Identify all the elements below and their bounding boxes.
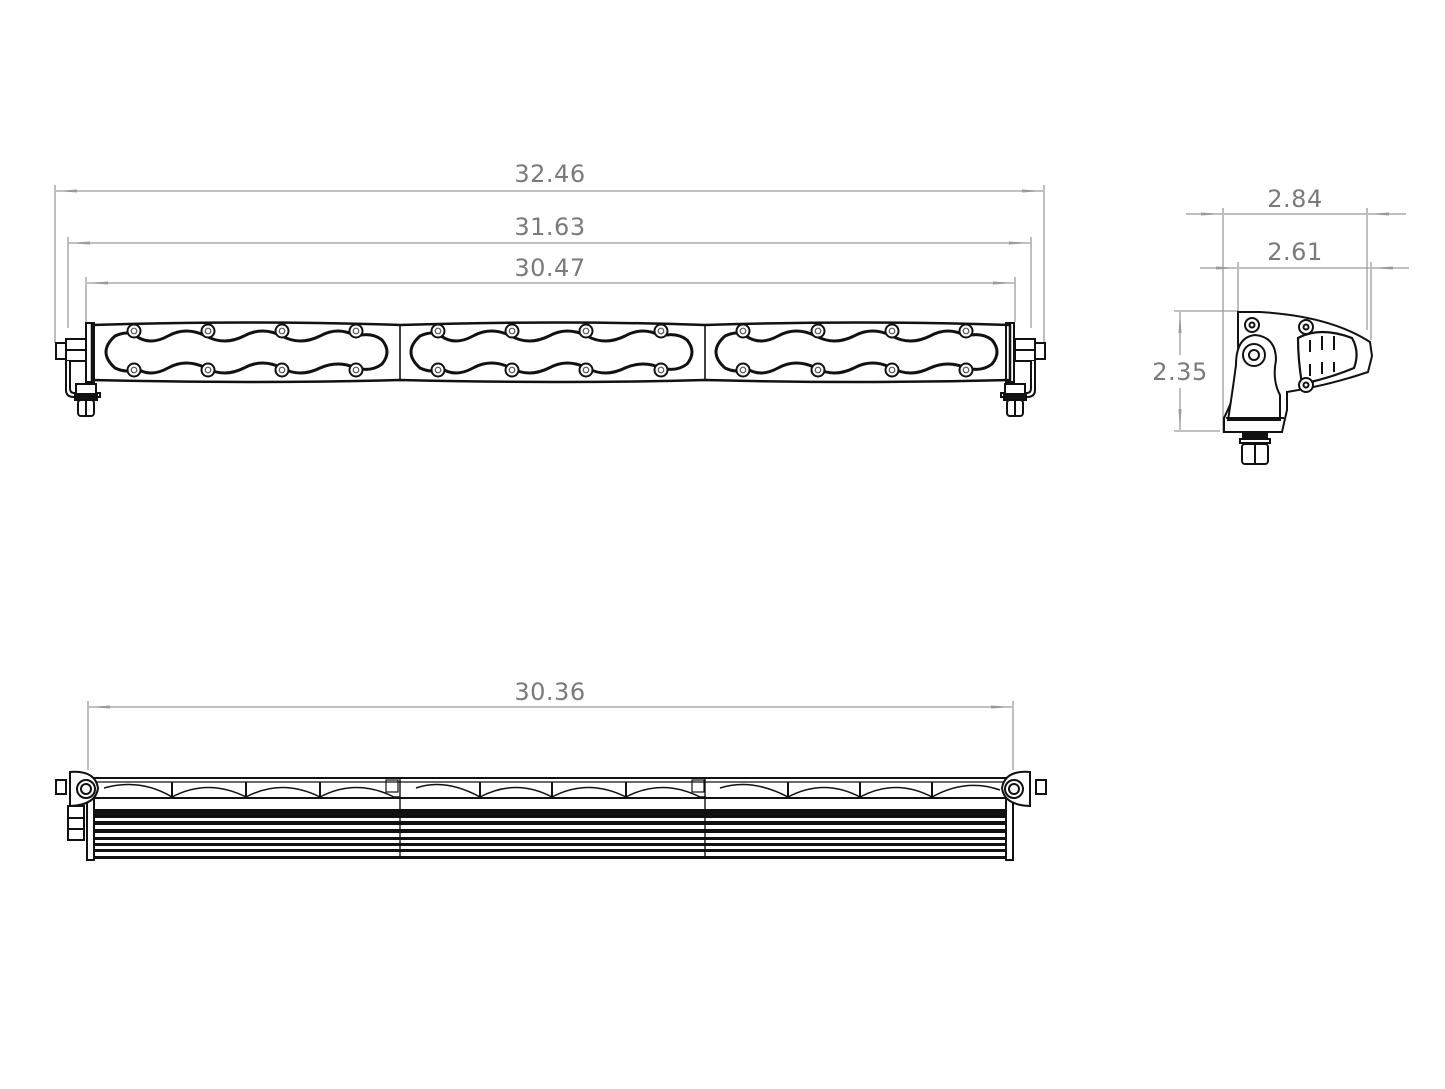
front-dimension-lines [54,185,1045,343]
side-profile [1223,311,1374,465]
lens-outlines [104,329,999,375]
top-dimension-lines [87,701,1014,770]
dimension-label-mount-span: 30.36 [514,678,586,706]
dimension-label-housing-depth: 2.61 [1267,238,1323,266]
dimension-label-height: 2.35 [1152,356,1208,388]
top-view [55,701,1047,861]
dimension-label-bracket-length: 31.63 [514,213,586,241]
top-profile [55,770,1047,861]
side-dimension-lines [1174,208,1409,433]
front-view [54,185,1046,417]
right-mount-hardware [1000,338,1046,417]
dimension-label-housing-length: 30.47 [514,254,586,282]
dimension-label-overall-length: 32.46 [514,160,586,188]
dimension-label-overall-depth: 2.84 [1267,185,1323,213]
left-mount-hardware [55,338,101,417]
side-view [1174,208,1409,465]
